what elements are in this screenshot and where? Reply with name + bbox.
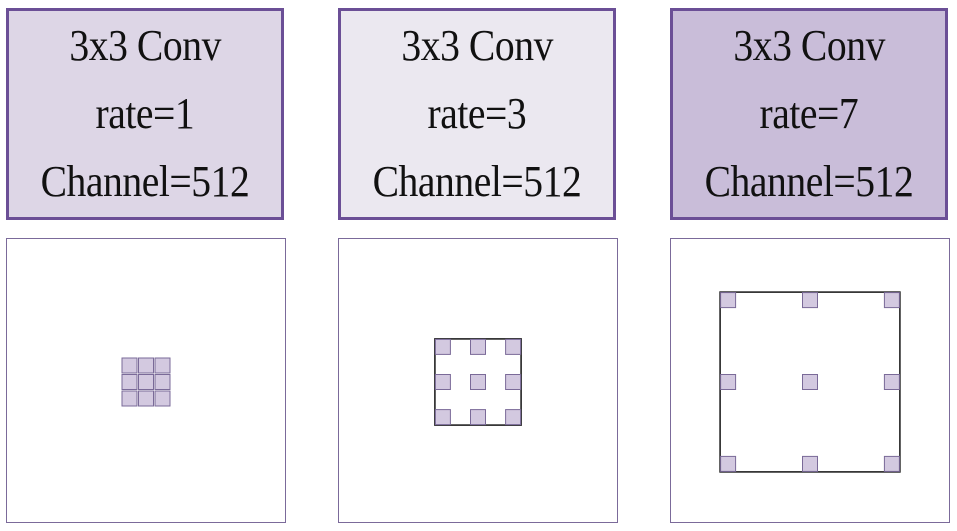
channel-text: Channel=512 xyxy=(704,157,914,206)
kernel-grid xyxy=(719,291,901,473)
conv-title: 3x3 Conv xyxy=(69,21,221,70)
kernel-cell xyxy=(154,357,171,374)
conv-label-box: 3x3 Conv rate=1 Channel=512 xyxy=(6,8,284,220)
receptive-field-box xyxy=(338,238,618,523)
kernel-grid xyxy=(434,338,522,426)
kernel-cell xyxy=(720,292,737,309)
kernel-cell xyxy=(720,455,737,472)
panel-rate-3: 3x3 Conv rate=3 Channel=512 xyxy=(338,0,628,531)
channel-text: Channel=512 xyxy=(372,157,582,206)
kernel-cell xyxy=(154,390,171,407)
kernel-cell xyxy=(720,374,737,390)
kernel-cell xyxy=(883,374,900,390)
kernel-cell xyxy=(883,455,900,472)
kernel-cell xyxy=(802,455,818,472)
kernel-cell xyxy=(121,390,138,407)
receptive-field-box xyxy=(670,238,950,523)
kernel-cell xyxy=(802,374,818,390)
conv-title: 3x3 Conv xyxy=(401,21,553,70)
conv-label-box: 3x3 Conv rate=3 Channel=512 xyxy=(338,8,616,220)
kernel-grid xyxy=(121,357,171,407)
kernel-cell xyxy=(505,409,522,426)
receptive-field-box xyxy=(6,238,286,523)
kernel-cell xyxy=(434,409,451,426)
rate-text: rate=7 xyxy=(759,89,859,138)
kernel-cell xyxy=(470,338,486,355)
kernel-cell xyxy=(121,357,138,374)
kernel-cell xyxy=(470,374,486,390)
rate-text: rate=1 xyxy=(95,89,195,138)
panel-rate-7: 3x3 Conv rate=7 Channel=512 xyxy=(670,0,957,531)
kernel-cell xyxy=(138,357,154,374)
rate-text: rate=3 xyxy=(427,89,527,138)
kernel-cell xyxy=(434,374,451,390)
panel-rate-1: 3x3 Conv rate=1 Channel=512 xyxy=(6,0,296,531)
kernel-cell xyxy=(505,338,522,355)
conv-title: 3x3 Conv xyxy=(733,21,885,70)
kernel-cell xyxy=(434,338,451,355)
kernel-cell xyxy=(470,409,486,426)
kernel-cell xyxy=(802,292,818,309)
kernel-cell xyxy=(138,374,154,390)
conv-label-box: 3x3 Conv rate=7 Channel=512 xyxy=(670,8,948,220)
kernel-cell xyxy=(138,390,154,407)
kernel-cell xyxy=(121,374,138,390)
kernel-cell xyxy=(505,374,522,390)
kernel-cell xyxy=(154,374,171,390)
kernel-cell xyxy=(883,292,900,309)
channel-text: Channel=512 xyxy=(40,157,250,206)
